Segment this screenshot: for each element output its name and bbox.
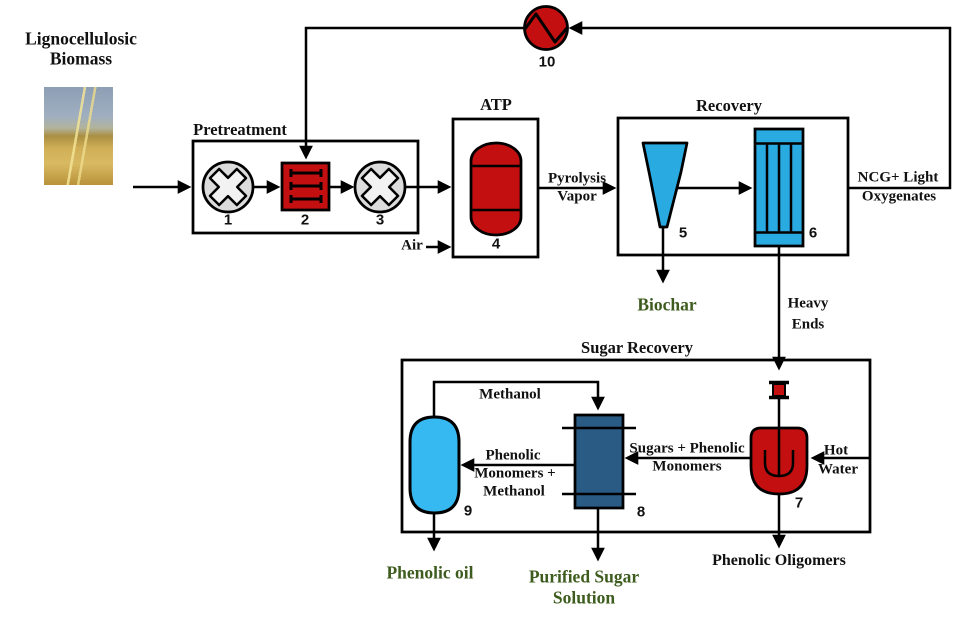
condenser-icon [753, 127, 805, 248]
cyclone-icon [641, 141, 689, 229]
biochar-label: Biochar [637, 294, 697, 315]
unit-number-4: 4 [491, 235, 501, 253]
sugars-phenolic-label-line2: Monomers [652, 458, 722, 475]
unit-number-6: 6 [808, 224, 818, 242]
unit-number-3: 3 [375, 211, 385, 229]
heat-exchanger-to-dryer-line [299, 26, 524, 160]
heavy-ends-label-line2: Ends [791, 316, 825, 333]
methanol-recycle-line [432, 380, 605, 417]
stirred-reactor-icon [749, 398, 809, 496]
phenolic-monomers-label-line1: Phenolic [485, 447, 541, 464]
separation-vessel-icon [408, 415, 461, 515]
heavy-ends-label-line1: Heavy [787, 295, 829, 312]
unit-number-1: 1 [223, 211, 233, 229]
phenolic-oligomers-label: Phenolic Oligomers [712, 552, 846, 569]
diagram-title-line2: Biomass [49, 48, 113, 69]
purified-sugar-label-line2: Solution [552, 587, 616, 608]
unit-number-9: 9 [463, 502, 473, 520]
unit-number-5: 5 [678, 224, 688, 242]
stirrer-impeller [763, 450, 795, 478]
atp-section-label: ATP [480, 94, 512, 114]
phenolic-oil-label: Phenolic oil [386, 562, 474, 583]
purified-sugar-label-line1: Purified Sugar [528, 566, 640, 587]
sugar-recovery-section-label: Sugar Recovery [581, 337, 693, 357]
pyrolysis-vapor-label-line1: Pyrolysis [547, 170, 607, 187]
valve-icon [769, 380, 789, 400]
phenolic-monomers-label-line3: Methanol [483, 483, 545, 500]
zigzag-coil [523, 12, 569, 44]
unit-number-8: 8 [636, 503, 646, 521]
wheat-field-image [44, 87, 113, 185]
hot-water-label-line1: Hot [823, 442, 849, 459]
unit-number-2: 2 [300, 211, 310, 229]
air-label: Air [401, 237, 423, 254]
ncg-label-line1: NCG+ Light [857, 169, 939, 186]
ncg-recycle-line [568, 21, 952, 190]
sugar-recovery-section-box [400, 358, 872, 534]
recovery-section-box [616, 116, 850, 257]
recovery-section-label: Recovery [696, 95, 762, 115]
pyrolysis-reactor-icon [469, 141, 523, 237]
extraction-column-icon [562, 413, 636, 510]
pretreatment-section-label: Pretreatment [193, 119, 287, 139]
diagram-title-line1: Lignocellulosic [25, 28, 137, 49]
hot-water-label-line2: Water [818, 461, 858, 478]
mill-icon [353, 160, 407, 214]
pyrolysis-vapor-label-line2: Vapor [557, 188, 597, 205]
dryer-icon [280, 161, 331, 212]
unit-number-10: 10 [538, 53, 556, 71]
harvested-forest-image [2, 205, 155, 308]
grinder-icon [201, 160, 255, 214]
unit-number-7: 7 [794, 494, 804, 512]
heat-exchanger-icon [523, 5, 569, 51]
methanol-label: Methanol [479, 386, 541, 403]
phenolic-monomers-label-line2: Monomers + [474, 465, 556, 482]
ncg-label-line2: Oxygenates [861, 188, 937, 205]
sugars-phenolic-label-line1: Sugars + Phenolic [629, 440, 745, 457]
